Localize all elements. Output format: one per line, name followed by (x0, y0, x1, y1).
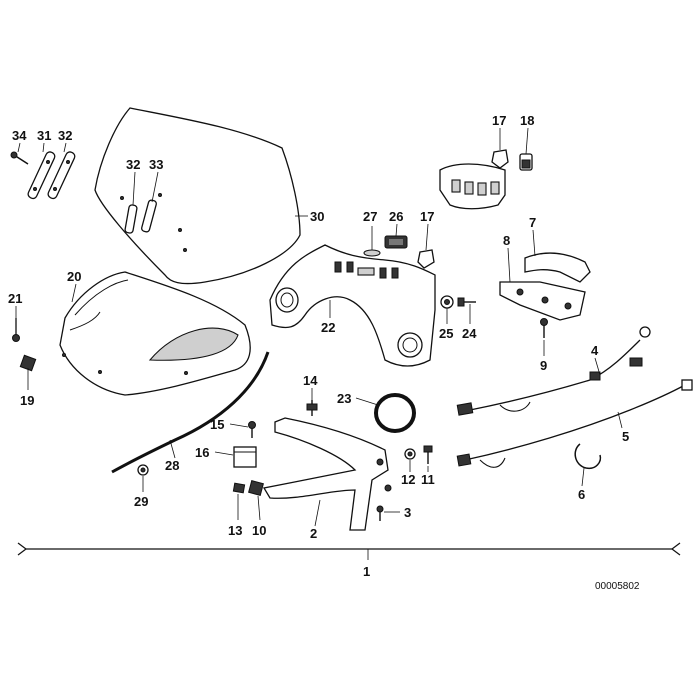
callout-6: 6 (578, 487, 585, 502)
callout-9: 9 (540, 358, 547, 373)
leader-lines (15, 127, 623, 560)
retaining-ring-part-6 (574, 443, 602, 470)
callout-11: 11 (421, 472, 435, 487)
clip-part-13 (232, 482, 246, 494)
callout-29: 29 (134, 494, 148, 509)
callout-34: 34 (12, 128, 27, 143)
lower-bracket-part-2 (262, 417, 392, 531)
assembly-bracket-line (17, 542, 681, 556)
callout-1: 1 (363, 564, 370, 579)
strip-part-32 (47, 151, 76, 200)
callout-19: 19 (20, 393, 34, 408)
screw-part-3 (376, 505, 384, 521)
callout-23: 23 (337, 391, 351, 406)
screw-part-21 (12, 318, 20, 342)
bracket-part-7 (524, 252, 591, 283)
nut-part-29 (137, 464, 149, 476)
callout-14: 14 (303, 373, 318, 388)
callout-30: 30 (310, 209, 324, 224)
callout-28: 28 (165, 458, 179, 473)
callout-12: 12 (401, 472, 415, 487)
screw-part-15 (248, 421, 256, 438)
callout-24: 24 (462, 326, 477, 341)
callout-8: 8 (503, 233, 510, 248)
callout-26: 26 (389, 209, 403, 224)
diagram-reference-number: 00005802 (595, 581, 640, 592)
callout-21: 21 (8, 291, 22, 306)
callout-32: 32 (126, 157, 140, 172)
fairing-part-20 (59, 271, 251, 396)
callout-3: 3 (404, 505, 411, 520)
clip-part-10 (248, 480, 264, 496)
callout-16: 16 (195, 445, 209, 460)
callout-13: 13 (228, 523, 242, 538)
callout-2: 2 (310, 526, 317, 541)
relay-part-16 (233, 446, 257, 468)
strip-part-31 (27, 151, 56, 200)
bracket-part-8 (499, 281, 586, 321)
callout-33: 33 (149, 157, 163, 172)
callout-7: 7 (529, 215, 536, 230)
clip-part-17-lower (417, 249, 435, 269)
callout-17: 17 (492, 113, 506, 128)
washer-part-25 (440, 295, 454, 309)
callout-10: 10 (252, 523, 266, 538)
clip-part-18 (519, 153, 533, 171)
clip-part-17-upper (491, 149, 509, 169)
screw-part-9 (540, 318, 548, 338)
edge-strip-part-28 (111, 351, 270, 474)
callout-27: 27 (363, 209, 377, 224)
callout-4: 4 (591, 343, 599, 358)
ring-part-23 (374, 393, 416, 433)
screw-part-24 (457, 297, 476, 307)
washer-part-12 (404, 448, 416, 460)
screw-part-11 (423, 445, 433, 464)
callout-20: 20 (67, 269, 81, 284)
callout-22: 22 (321, 320, 335, 335)
callout-15: 15 (210, 417, 224, 432)
screw-part-34 (10, 151, 29, 165)
callout-5: 5 (622, 429, 629, 444)
wiring-harness-part-4 (456, 326, 651, 416)
callout-32: 32 (58, 128, 72, 143)
inner-panel-part-22 (269, 244, 436, 367)
callout-17: 17 (420, 209, 434, 224)
callout-18: 18 (520, 113, 534, 128)
callout-25: 25 (439, 326, 453, 341)
callout-labels: 34 31 32 32 33 30 20 21 19 27 26 17 17 1… (8, 113, 640, 592)
callout-31: 31 (37, 128, 51, 143)
wiring-harness-part-5 (456, 379, 693, 468)
clip-part-19 (19, 354, 37, 372)
screw-part-14 (306, 400, 318, 416)
cover-part (439, 163, 506, 210)
grommet-part-27 (363, 249, 381, 257)
switch-part-26 (384, 235, 408, 249)
windshield-part-30 (94, 107, 301, 285)
